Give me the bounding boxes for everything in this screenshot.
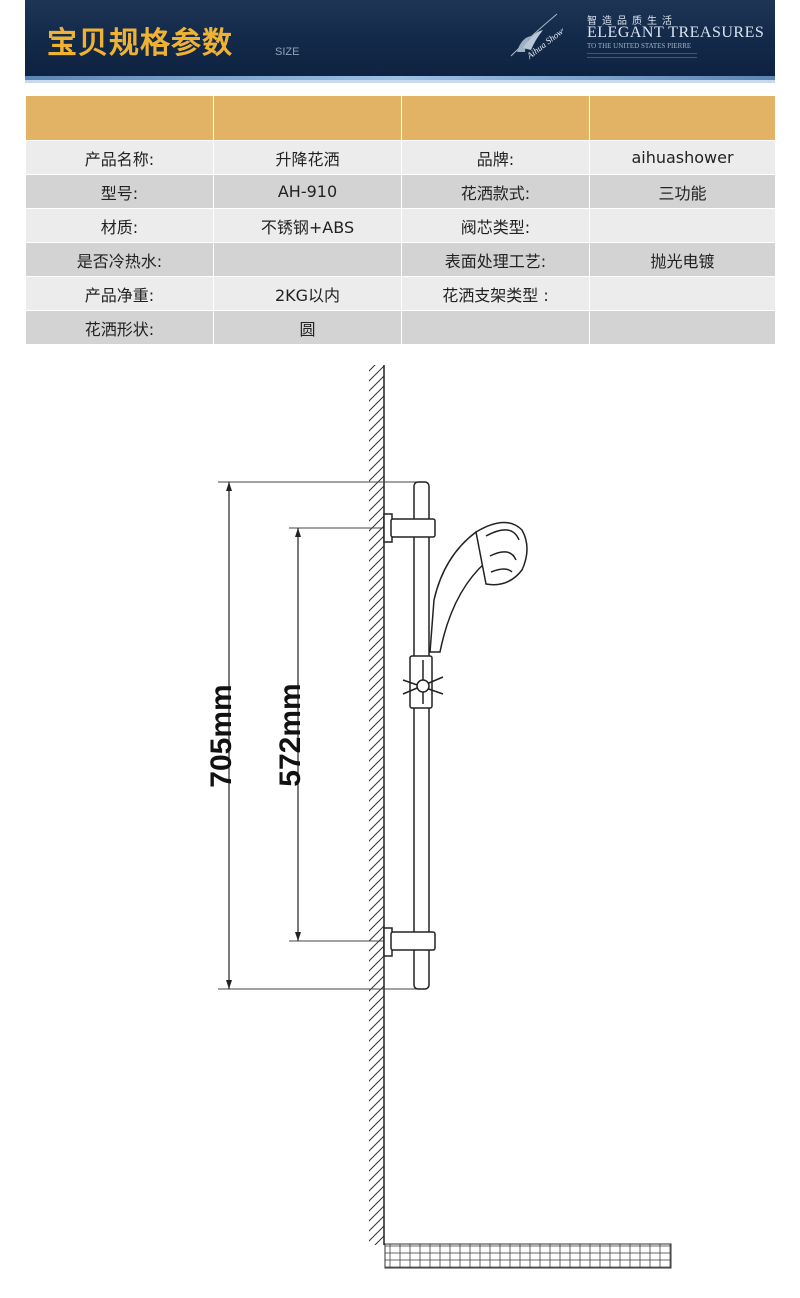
spec-header-cell: [401, 95, 590, 141]
spec-label: 表面处理工艺:: [401, 242, 590, 277]
spec-header-cell: [213, 95, 402, 141]
bottom-bracket: [383, 927, 436, 957]
spec-value: 圆: [213, 310, 402, 345]
brand-logo-icon: Aihua Shower: [510, 13, 563, 61]
brand-slogan-en: ELEGANT TREASURES: [587, 24, 765, 41]
banner-underline: [25, 80, 775, 83]
spec-value: aihuashower: [589, 140, 776, 175]
spec-label: 材质:: [25, 208, 214, 243]
spec-value: AH-910: [213, 174, 402, 209]
spec-label: 产品名称:: [25, 140, 214, 175]
brand-decor-lines: [587, 53, 697, 61]
spec-header-row: [25, 95, 776, 141]
spec-row: 产品净重: 2KG以内 花洒支架类型 :: [25, 276, 776, 311]
brand-tagline: TO THE UNITED STATES PIERRE: [587, 42, 692, 50]
page-subtitle: SIZE: [275, 46, 300, 58]
spec-value: 不锈钢+ABS: [213, 208, 402, 243]
wall: [369, 365, 385, 1245]
sliding-holder: [402, 655, 444, 709]
dimension-line-572: [295, 528, 301, 941]
spec-label: 花洒形状:: [25, 310, 214, 345]
spec-row: 花洒形状: 圆: [25, 310, 776, 345]
spec-table: 产品名称: 升降花洒 品牌: aihuashower 型号: AH-910 花洒…: [25, 95, 776, 345]
spec-row: 材质: 不锈钢+ABS 阀芯类型:: [25, 208, 776, 243]
spec-row: 是否冷热水: 表面处理工艺: 抛光电镀: [25, 242, 776, 277]
spec-label: [401, 310, 590, 345]
spec-value: 抛光电镀: [589, 242, 776, 277]
spec-label: 花洒支架类型 :: [401, 276, 590, 311]
spec-label: 品牌:: [401, 140, 590, 175]
dimension-extension-lines: [218, 481, 420, 990]
dimension-label-572: 572mm: [274, 683, 307, 786]
floor-tiles: [384, 1243, 672, 1269]
spec-label: 型号:: [25, 174, 214, 209]
spec-label: 阀芯类型:: [401, 208, 590, 243]
spec-row: 型号: AH-910 花洒款式: 三功能: [25, 174, 776, 209]
spec-value: [589, 310, 776, 345]
spec-label: 是否冷热水:: [25, 242, 214, 277]
spec-value: [589, 208, 776, 243]
spec-row: 产品名称: 升降花洒 品牌: aihuashower: [25, 140, 776, 175]
dimension-line-705: [226, 482, 232, 989]
slide-bar: [413, 481, 430, 990]
page-title: 宝贝规格参数: [47, 26, 233, 61]
spec-value: [213, 242, 402, 277]
spec-value: 升降花洒: [213, 140, 402, 175]
dimension-label-705: 705mm: [205, 684, 238, 787]
spec-value: [589, 276, 776, 311]
spec-header-cell: [25, 95, 214, 141]
top-bracket: [383, 513, 436, 543]
spec-value: 三功能: [589, 174, 776, 209]
header-banner: 宝贝规格参数 SIZE Aihua Shower 智造品质生活 ELEGANT …: [25, 0, 775, 80]
spec-label: 产品净重:: [25, 276, 214, 311]
spec-header-cell: [589, 95, 776, 141]
brand-slogan-cn: 智造品质生活: [587, 16, 677, 27]
hand-shower: [429, 521, 528, 653]
spec-value: 2KG以内: [213, 276, 402, 311]
spec-label: 花洒款式:: [401, 174, 590, 209]
